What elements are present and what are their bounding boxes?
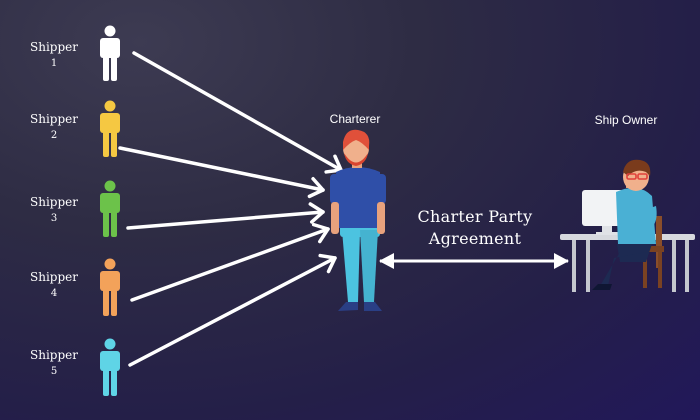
ship-owner-label: Ship Owner xyxy=(594,113,658,127)
arrow-shipper-3 xyxy=(126,202,325,230)
agreement-label: Charter Party Agreement xyxy=(400,206,550,250)
shipper-4-icon xyxy=(100,258,120,316)
shipper-5-icon xyxy=(100,338,120,396)
shipper-3-number: 3 xyxy=(50,213,58,224)
shipper-1-label: Shipper xyxy=(30,40,78,54)
arrow-shipper-4 xyxy=(130,222,330,302)
shipper-4-number: 4 xyxy=(50,288,58,299)
agreement-line-1: Charter Party xyxy=(417,207,533,226)
shipper-3-icon xyxy=(100,180,120,237)
charterer-figure xyxy=(330,129,386,311)
shipper-2-number: 2 xyxy=(50,130,58,141)
shipper-4-label: Shipper xyxy=(30,270,78,284)
agreement-line-2: Agreement xyxy=(428,229,522,248)
arrow-shipper-5 xyxy=(128,253,337,367)
shipper-3-label: Shipper xyxy=(30,195,78,209)
shipper-5-number: 5 xyxy=(50,366,58,377)
ship-owner-figure xyxy=(560,159,695,292)
arrow-shipper-1 xyxy=(132,51,343,174)
arrow-shipper-2 xyxy=(118,146,325,199)
charterer-label: Charterer xyxy=(329,112,381,126)
shipper-5-label: Shipper xyxy=(30,348,78,362)
shipper-2-label: Shipper xyxy=(30,112,78,126)
shipper-1-icon xyxy=(100,25,120,81)
shipper-2-icon xyxy=(100,100,120,157)
shipper-1-number: 1 xyxy=(50,58,58,69)
